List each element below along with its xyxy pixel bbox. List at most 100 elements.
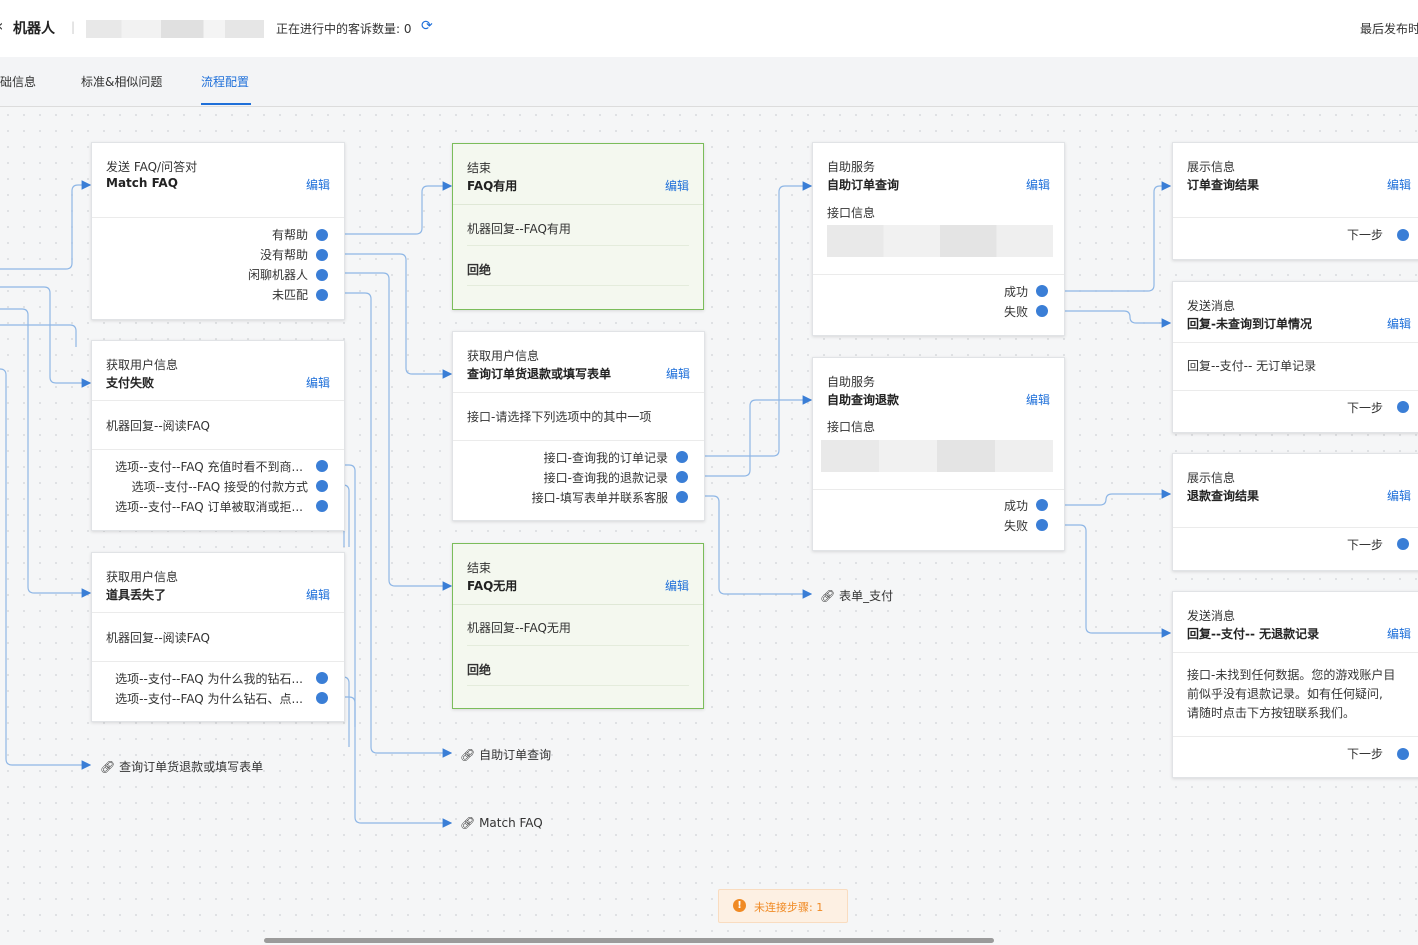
node-pay-fail[interactable]: 获取用户信息 支付失败 编辑 机器回复--阅读FAQ 选项--支付--FAQ 充… [91,340,345,531]
tab-standard-questions[interactable]: 标准&相似问题 [81,75,163,89]
divider [92,661,344,662]
tab-basic-info[interactable]: 基础信息 [0,75,37,89]
node-self-refund-query[interactable]: 自助服务 自助查询退款 编辑 接口信息 成功 失败 [812,357,1065,551]
node-name: FAQ有用 [467,179,518,193]
node-self-order-query[interactable]: 自助服务 自助订单查询 编辑 接口信息 成功 失败 [812,142,1065,336]
node-name: 查询订单货退款或填写表单 [467,367,612,381]
node-body: 接口-请选择下列选项中的其中一项 [467,410,652,424]
output-port[interactable] [316,672,328,684]
node-reply-no-refund[interactable]: 发送消息 回复--支付-- 无退款记录 编辑 接口-未找到任何数据。您的游戏账户… [1172,591,1418,778]
divider [92,217,344,218]
output-port[interactable] [316,460,328,472]
unconnected-steps-warning[interactable]: ! 未连接步骤: 1 [718,889,848,923]
title-separator: | [71,20,76,34]
link-query-order[interactable]: 🔗︎ 查询订单货退款或填写表单 [100,758,263,775]
node-type: 发送消息 [1187,299,1236,313]
flow-canvas[interactable]: 发送 FAQ/问答对 Match FAQ 编辑 有帮助 没有帮助 闲聊机器人 未… [0,107,1418,945]
edit-button[interactable]: 编辑 [305,588,330,602]
output-port[interactable] [316,229,328,241]
top-bar: ‹ 机器人 | 正在进行中的客诉数量: 0 ⟳ 最后发布时 [0,0,1418,57]
link-self-order-query[interactable]: 🔗︎ 自助订单查询 [460,746,551,763]
node-name: 道具丢失了 [106,588,167,602]
next-step-label: 下一步 [1346,747,1383,761]
output-label: 接口-查询我的订单记录 [543,451,668,465]
edit-button[interactable]: 编辑 [665,367,690,381]
edit-button[interactable]: 编辑 [1386,178,1411,192]
node-name: 退款查询结果 [1187,489,1260,503]
output-port[interactable] [676,471,688,483]
divider [453,604,703,605]
edit-button[interactable]: 编辑 [1386,627,1411,641]
node-show-refund-result[interactable]: 展示信息 退款查询结果 编辑 下一步 [1172,453,1418,571]
node-type: 发送消息 [1187,609,1236,623]
output-label: 闲聊机器人 [247,268,308,282]
node-query-order[interactable]: 获取用户信息 查询订单货退款或填写表单 编辑 接口-请选择下列选项中的其中一项 … [452,331,705,521]
link-label: 表单_支付 [839,589,894,603]
output-port[interactable] [1036,499,1048,511]
edit-button[interactable]: 编辑 [1386,489,1411,503]
warning-text: 未连接步骤: 1 [754,901,824,914]
output-port[interactable] [316,480,328,492]
link-icon: 🔗︎ [460,748,480,762]
edit-button[interactable]: 编辑 [305,376,330,390]
output-port[interactable] [316,289,328,301]
divider [92,449,344,450]
active-tab-indicator [201,103,251,105]
output-port[interactable] [1036,305,1048,317]
edit-button[interactable]: 编辑 [664,179,689,193]
next-step-label: 下一步 [1346,401,1383,415]
output-label: 有帮助 [271,228,308,242]
edit-button[interactable]: 编辑 [305,178,330,192]
edit-button[interactable]: 编辑 [1025,393,1050,407]
edit-button[interactable]: 编辑 [664,579,689,593]
output-port[interactable] [316,692,328,704]
output-port[interactable] [1397,401,1409,413]
node-body-line: 前似乎没有退款记录。如有任何疑问, [1187,687,1383,701]
node-item-lost[interactable]: 获取用户信息 道具丢失了 编辑 机器回复--阅读FAQ 选项--支付--FAQ … [91,552,345,722]
output-label: 接口-查询我的退款记录 [543,471,668,485]
link-label: 查询订单货退款或填写表单 [119,760,264,774]
output-port[interactable] [1397,748,1409,760]
next-step-label: 下一步 [1346,228,1383,242]
output-label: 选项--支付--FAQ 为什么我的钻石... [115,672,303,686]
back-icon[interactable]: ‹ [0,16,3,35]
output-port[interactable] [1036,519,1048,531]
divider [813,274,1064,275]
node-name: 回复--支付-- 无退款记录 [1187,627,1320,641]
output-label: 失败 [1003,519,1028,533]
output-port[interactable] [1397,229,1409,241]
tab-bar: 基础信息 标准&相似问题 流程配置 [0,57,1418,107]
node-end-faq-useless[interactable]: 结束 FAQ无用 编辑 机器回复--FAQ无用 回绝 [452,543,704,709]
link-label: 自助订单查询 [479,748,552,762]
node-footer: 回绝 [467,663,492,677]
next-step-label: 下一步 [1346,538,1383,552]
output-label: 接口-填写表单并联系客服 [531,491,668,505]
divider [453,440,704,441]
node-end-faq-useful[interactable]: 结束 FAQ有用 编辑 机器回复--FAQ有用 回绝 [452,143,704,310]
output-label: 成功 [1003,499,1028,513]
tab-flow-config[interactable]: 流程配置 [201,75,250,89]
divider [467,645,689,646]
output-port[interactable] [316,500,328,512]
output-port[interactable] [316,249,328,261]
output-port[interactable] [316,269,328,281]
horizontal-scrollbar[interactable] [264,938,994,943]
output-label: 失败 [1003,305,1028,319]
node-name: 自助查询退款 [827,393,900,407]
output-port[interactable] [1397,538,1409,550]
node-type: 自助服务 [827,160,876,174]
output-port[interactable] [1036,285,1048,297]
node-reply-no-order[interactable]: 发送消息 回复-未查询到订单情况 编辑 回复--支付-- 无订单记录 下一步 [1172,281,1418,433]
node-match-faq[interactable]: 发送 FAQ/问答对 Match FAQ 编辑 有帮助 没有帮助 闲聊机器人 未… [91,142,345,320]
divider [467,685,689,686]
refresh-icon[interactable]: ⟳ [421,18,433,34]
output-port[interactable] [676,491,688,503]
edit-button[interactable]: 编辑 [1386,317,1411,331]
link-form-pay[interactable]: 🔗︎ 表单_支付 [820,587,893,604]
output-port[interactable] [676,451,688,463]
node-show-order-result[interactable]: 展示信息 订单查询结果 编辑 下一步 [1172,142,1418,260]
link-match-faq[interactable]: 🔗︎ Match FAQ [460,816,543,830]
node-body: 回复--支付-- 无订单记录 [1187,359,1317,373]
edit-button[interactable]: 编辑 [1025,178,1050,192]
last-published: 最后发布时 [1360,22,1418,36]
